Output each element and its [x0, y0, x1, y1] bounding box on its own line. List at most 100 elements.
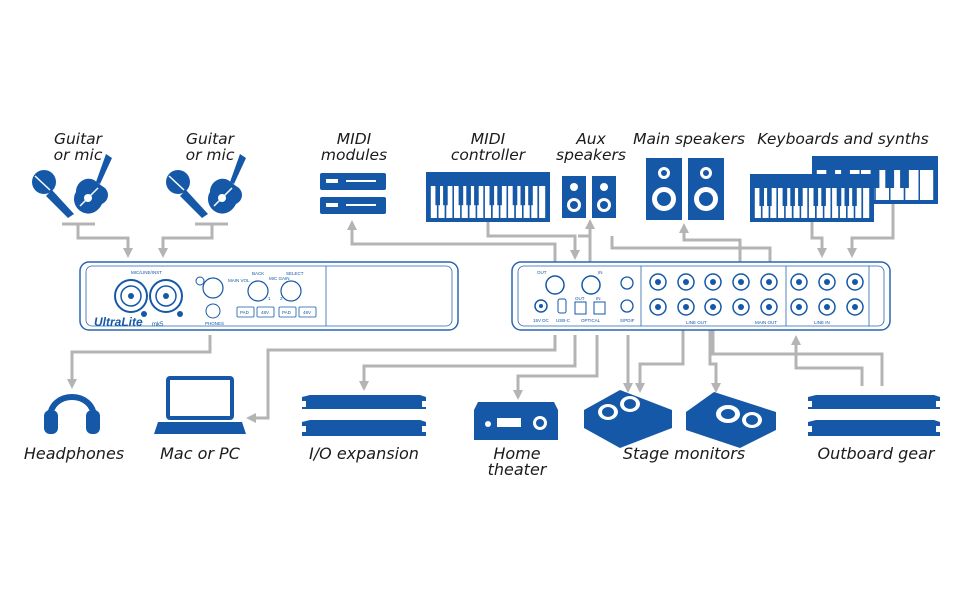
line-from-midi-controller [486, 222, 580, 260]
white-key [847, 188, 854, 218]
electric-guitar-icon [74, 154, 112, 214]
label-guitar-or-mic-1: Guitar or mic [53, 130, 103, 164]
front-ch1-label: 1 [268, 296, 271, 301]
jack-socket [649, 273, 667, 291]
line-to-stage-monitor-2 [635, 325, 685, 393]
white-key [920, 170, 934, 200]
jack-socket [677, 273, 695, 291]
white-key [762, 188, 769, 218]
white-key [438, 186, 445, 218]
line-to-home-theater [513, 335, 599, 400]
home-theater-icon [474, 402, 558, 440]
jack-center [683, 304, 689, 310]
white-key [778, 188, 785, 218]
jack-center [852, 279, 858, 285]
white-key [824, 188, 831, 218]
white-key [801, 188, 808, 218]
white-key [446, 186, 453, 218]
line-main-speakers-2 [610, 236, 772, 263]
black-key [759, 188, 764, 206]
rear-main-out-label: MAIN OUT [755, 320, 777, 325]
white-key [492, 186, 499, 218]
black-key [782, 188, 788, 206]
combo-input-2 [149, 279, 183, 313]
jack-center [766, 304, 772, 310]
rear-line-in-label: LINE IN [814, 320, 830, 325]
outboard-gear-icon [808, 395, 940, 436]
front-48v-label-1: 48V [261, 310, 269, 315]
rear-midi-out-label: OUT [537, 270, 547, 275]
microphone-icon [166, 170, 208, 218]
jack-socket [846, 298, 864, 316]
black-key [885, 170, 895, 188]
black-key [844, 188, 850, 206]
jack-socket [732, 298, 750, 316]
jack-socket [760, 298, 778, 316]
white-key [785, 188, 792, 218]
jack-center [738, 304, 744, 310]
rear-line-out-label: LINE OUT [686, 320, 707, 325]
jack-socket [760, 273, 778, 291]
black-key [870, 170, 880, 188]
jack-center [738, 279, 744, 285]
microphone-icon [32, 170, 74, 218]
keyboards-synths-icon [750, 156, 938, 222]
main-speakers-icon [646, 158, 724, 220]
label-keyboards-and-synths: Keyboards and synths [757, 130, 929, 148]
jack-socket [704, 273, 722, 291]
jack-center [766, 279, 772, 285]
electric-guitar-icon [208, 154, 246, 214]
jack-center [796, 304, 802, 310]
black-key [474, 186, 479, 206]
jack-socket [818, 298, 836, 316]
label-aux-speakers: Aux speakers [556, 130, 626, 164]
io-expansion-icon [302, 395, 426, 436]
line-keyboard-2 [847, 204, 895, 258]
brand-logo: UltraLite [94, 315, 143, 329]
white-key [515, 186, 522, 218]
jack-center [710, 279, 716, 285]
stage-monitor-1-icon [584, 390, 672, 448]
label-midi-controller: MIDI controller [450, 130, 526, 164]
white-key [839, 188, 846, 218]
jack-socket [649, 298, 667, 316]
rear-optical-label: OPTICAL [581, 318, 601, 323]
white-key [461, 186, 468, 218]
front-select-label: SELECT [286, 271, 304, 276]
rear-opt-in-label: IN [596, 296, 601, 301]
rear-jacks [649, 273, 864, 316]
white-key [531, 186, 538, 218]
jack-socket [790, 273, 808, 291]
white-key [523, 186, 530, 218]
line-to-computer [246, 335, 557, 423]
label-main-speakers: Main speakers [633, 130, 745, 148]
label-io-expansion: I/O expansion [309, 444, 419, 463]
line-outboard-return [791, 335, 864, 386]
front-input-label: MIC/LINE/INST [131, 270, 162, 275]
black-key [435, 186, 440, 206]
white-key [816, 188, 823, 218]
label-outboard-gear: Outboard gear [817, 444, 935, 463]
front-main-vol-label: MAIN VOL [228, 278, 250, 283]
combo-input-1 [114, 279, 148, 313]
line-to-stage-monitor-3 [708, 325, 721, 393]
rear-power-label: 15V DC [533, 318, 550, 323]
label-home-theater: Home theater [487, 444, 547, 479]
jack-center [796, 279, 802, 285]
black-key [790, 188, 795, 206]
line-keyboard-1 [810, 222, 827, 258]
white-key [508, 186, 515, 218]
jack-center [710, 304, 716, 310]
black-key [466, 186, 471, 206]
black-key [798, 188, 803, 206]
rear-opt-out-label: OUT [575, 296, 585, 301]
white-key [477, 186, 484, 218]
jack-center [852, 304, 858, 310]
jack-socket [704, 298, 722, 316]
white-key [754, 188, 761, 218]
line-to-io-expansion [359, 335, 577, 391]
label-stage-monitors: Stage monitors [622, 444, 746, 463]
jack-socket [846, 273, 864, 291]
rear-spdif-label: S/PDIF [620, 318, 635, 323]
black-key [520, 186, 526, 206]
